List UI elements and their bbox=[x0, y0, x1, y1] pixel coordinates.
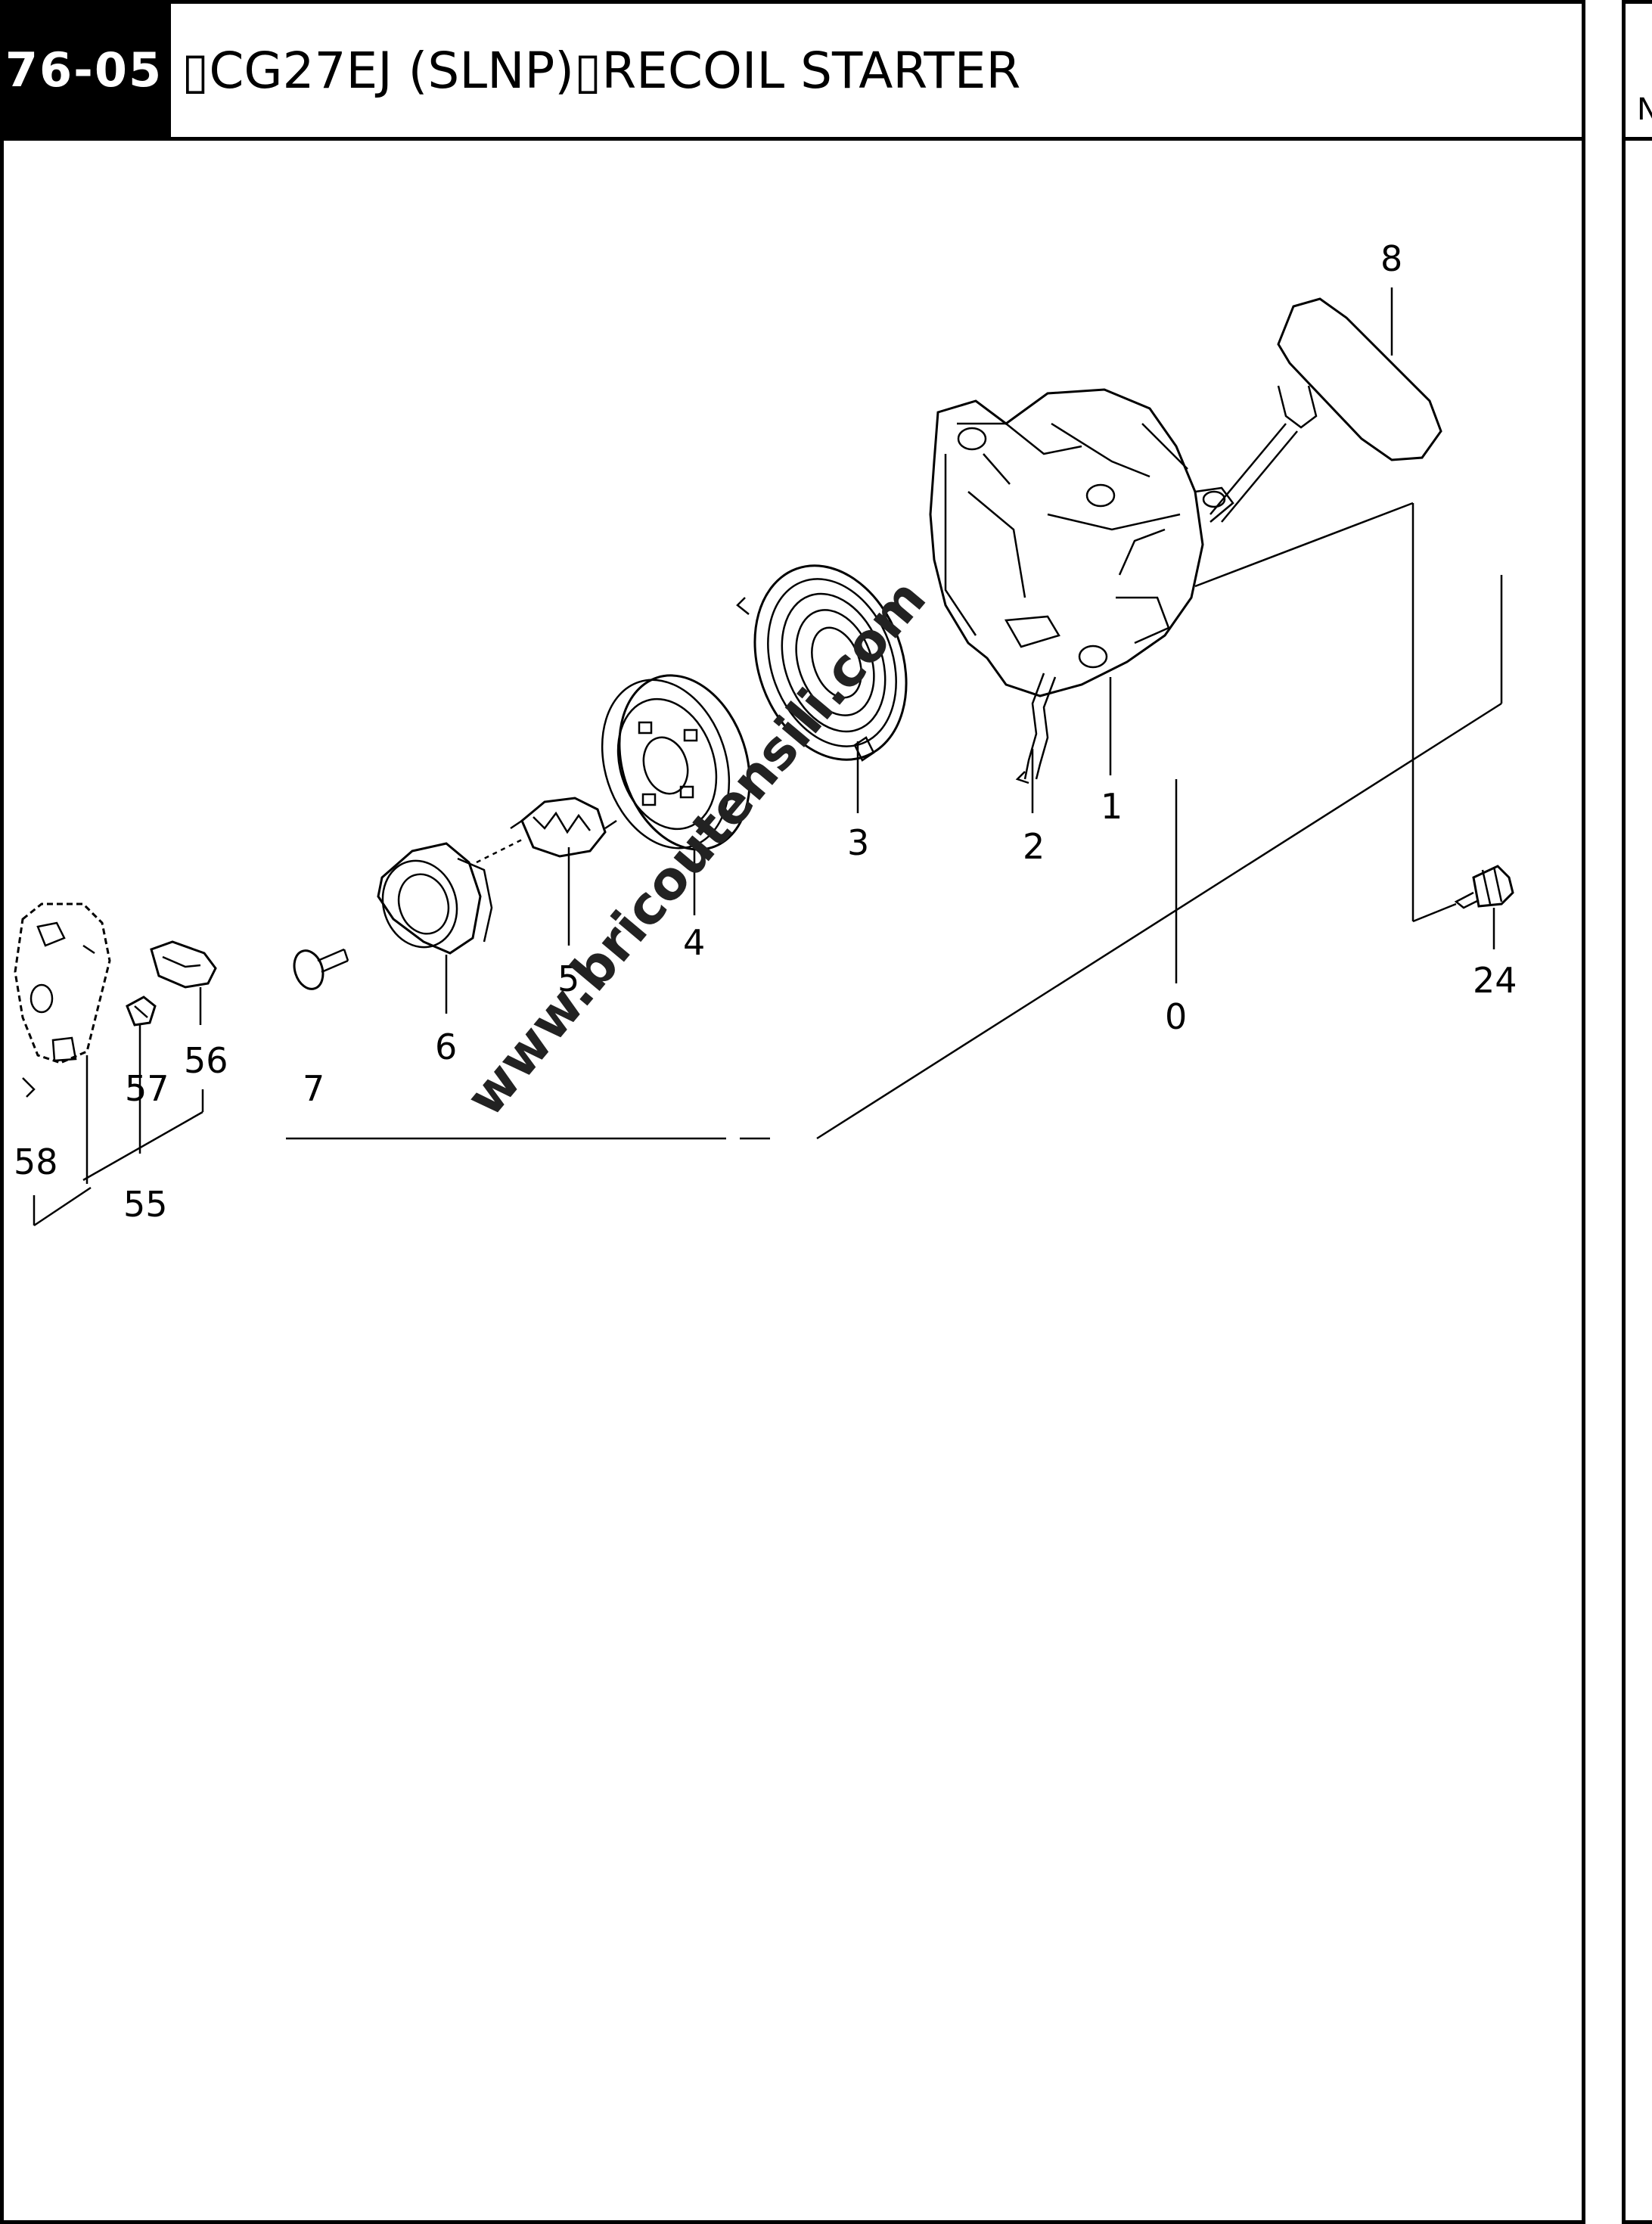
callout-57: 57 bbox=[125, 1068, 169, 1109]
part-24-bolt bbox=[1454, 865, 1514, 909]
header-divider bbox=[0, 137, 1585, 141]
parts-55-58-subassembly bbox=[14, 902, 217, 1098]
part-6-cover-plate bbox=[377, 842, 493, 955]
right-panel-header-divider bbox=[1622, 137, 1652, 141]
main-frame bbox=[0, 0, 1585, 2224]
section-code: 76-05 bbox=[5, 42, 163, 98]
callout-55: 55 bbox=[123, 1184, 168, 1225]
part-7-screw bbox=[293, 948, 349, 990]
callout-labels: 8 1 2 3 4 5 6 7 0 24 56 57 58 55 bbox=[14, 238, 1517, 1225]
callout-7: 7 bbox=[303, 1068, 324, 1109]
section-code-box: 76-05 bbox=[0, 0, 171, 141]
callout-4: 4 bbox=[683, 922, 705, 963]
callout-24: 24 bbox=[1473, 960, 1517, 1001]
callout-2: 2 bbox=[1023, 826, 1045, 867]
part-8-handle bbox=[1210, 297, 1442, 523]
callout-8: 8 bbox=[1380, 238, 1402, 279]
callout-1: 1 bbox=[1101, 786, 1123, 827]
right-panel-frame bbox=[1622, 0, 1652, 2224]
callout-58: 58 bbox=[14, 1142, 58, 1182]
callout-56: 56 bbox=[184, 1040, 228, 1081]
part-3-recoil-spring bbox=[736, 564, 908, 762]
part-2-rope-guide bbox=[1015, 672, 1057, 784]
callout-5: 5 bbox=[557, 958, 579, 999]
part-5-ratchet-pawl bbox=[476, 797, 617, 864]
callout-0: 0 bbox=[1165, 996, 1187, 1037]
callout-3: 3 bbox=[847, 822, 869, 863]
callout-6: 6 bbox=[435, 1027, 457, 1067]
exploded-view-diagram: 8 1 2 3 4 5 6 7 0 24 56 57 58 55 www.bri… bbox=[14, 238, 1517, 1227]
part-4-pulley bbox=[601, 674, 751, 851]
leader-lines bbox=[33, 287, 1503, 1227]
right-panel-header-letter: N bbox=[1637, 92, 1652, 127]
part-1-starter-case bbox=[929, 388, 1234, 697]
section-title: ▯CG27EJ (SLNP)▯RECOIL STARTER bbox=[182, 42, 1021, 100]
